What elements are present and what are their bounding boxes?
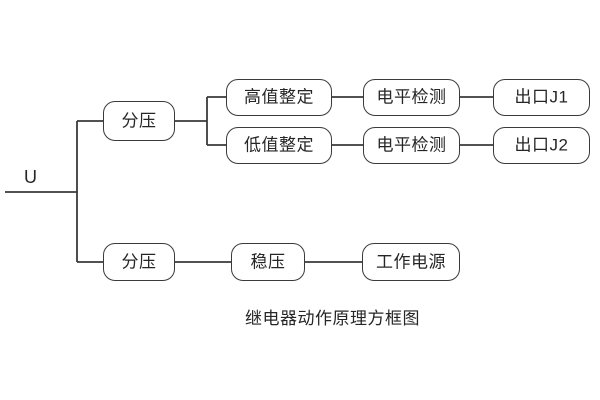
node-divider-bottom-label: 分压 [121,252,157,271]
node-high-set[interactable]: 高值整定 [226,79,332,116]
node-level-detect-1-label: 电平检测 [376,87,447,107]
node-output-j1-label: 出口J1 [514,87,569,107]
node-working-power[interactable]: 工作电源 [362,243,460,281]
node-level-detect-2[interactable]: 电平检测 [363,127,460,164]
node-working-power-label: 工作电源 [376,252,446,271]
node-output-j1[interactable]: 出口J1 [493,79,590,116]
node-output-j2[interactable]: 出口J2 [493,127,590,164]
node-divider-top[interactable]: 分压 [103,101,175,141]
node-regulator-label: 稳压 [250,252,286,271]
diagram-caption: 继电器动作原理方框图 [245,309,420,328]
node-regulator[interactable]: 稳压 [231,243,305,281]
node-level-detect-1[interactable]: 电平检测 [363,79,460,116]
node-low-set[interactable]: 低值整定 [226,127,332,164]
node-level-detect-2-label: 电平检测 [376,135,447,155]
node-low-set-label: 低值整定 [244,135,314,155]
node-divider-bottom[interactable]: 分压 [103,243,175,281]
node-divider-top-label: 分压 [121,111,157,130]
input-voltage-label: U [24,167,37,187]
node-high-set-label: 高值整定 [244,87,314,107]
node-output-j2-label: 出口J2 [514,135,569,155]
